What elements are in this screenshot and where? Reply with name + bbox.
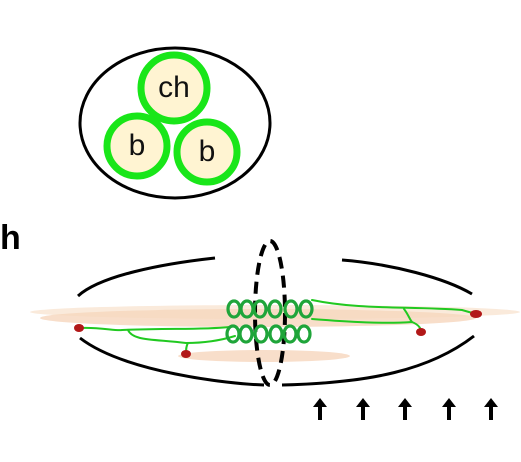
up-arrow-5-head xyxy=(484,398,498,407)
fibers xyxy=(79,299,477,355)
panel-label-h: h xyxy=(0,219,21,257)
coil-10 xyxy=(268,324,284,344)
longitudinal-diagram xyxy=(30,239,520,420)
outline-top-right-arc xyxy=(341,258,473,296)
cell-b-right xyxy=(173,118,241,186)
coil-6 xyxy=(298,299,314,319)
up-arrow-1 xyxy=(313,398,327,420)
up-arrow-4-head xyxy=(442,398,456,407)
arrow-row xyxy=(313,398,498,420)
up-arrow-2-head xyxy=(356,398,370,407)
cell-ch xyxy=(137,51,211,125)
cell-b-right-label: b xyxy=(199,135,216,168)
up-arrow-3 xyxy=(398,398,412,420)
coil-bundle xyxy=(225,299,314,344)
endpoint-right xyxy=(470,310,482,318)
outline-bottom-right-arc xyxy=(281,334,475,387)
up-arrow-4 xyxy=(442,398,456,420)
coil-11 xyxy=(282,324,298,344)
outline-top-left-arc xyxy=(76,256,216,298)
endpoint-left xyxy=(74,324,84,332)
up-arrow-3-head xyxy=(398,398,412,407)
coil-4 xyxy=(267,299,283,319)
endpoints xyxy=(74,310,482,358)
up-arrow-1-head xyxy=(313,398,327,407)
endpoint-lower-left xyxy=(181,350,191,358)
coil-3 xyxy=(252,299,268,319)
cross-section-diagram: ch b b xyxy=(78,46,272,200)
cross-section-outline xyxy=(78,46,272,200)
cell-ch-label: ch xyxy=(158,71,190,104)
up-arrow-2 xyxy=(356,398,370,420)
coil-5 xyxy=(283,299,299,319)
cell-b-left-label: b xyxy=(129,129,146,162)
cell-b-left xyxy=(103,112,171,180)
fiber-left-lower xyxy=(127,329,236,345)
fiber-left-upper xyxy=(79,326,231,332)
coil-12 xyxy=(296,324,312,344)
up-arrow-5 xyxy=(484,398,498,420)
outline-bottom-left-arc xyxy=(79,336,265,387)
fiber-right-upper xyxy=(311,299,477,315)
coil-7 xyxy=(225,324,241,344)
band-lower xyxy=(178,350,350,362)
coil-row-bottom xyxy=(225,324,312,344)
coil-9 xyxy=(253,324,269,344)
coil-row-top xyxy=(226,299,314,319)
fiber-right-stem xyxy=(403,308,413,323)
endpoint-lower-right xyxy=(416,328,426,336)
coil-8 xyxy=(238,324,254,344)
